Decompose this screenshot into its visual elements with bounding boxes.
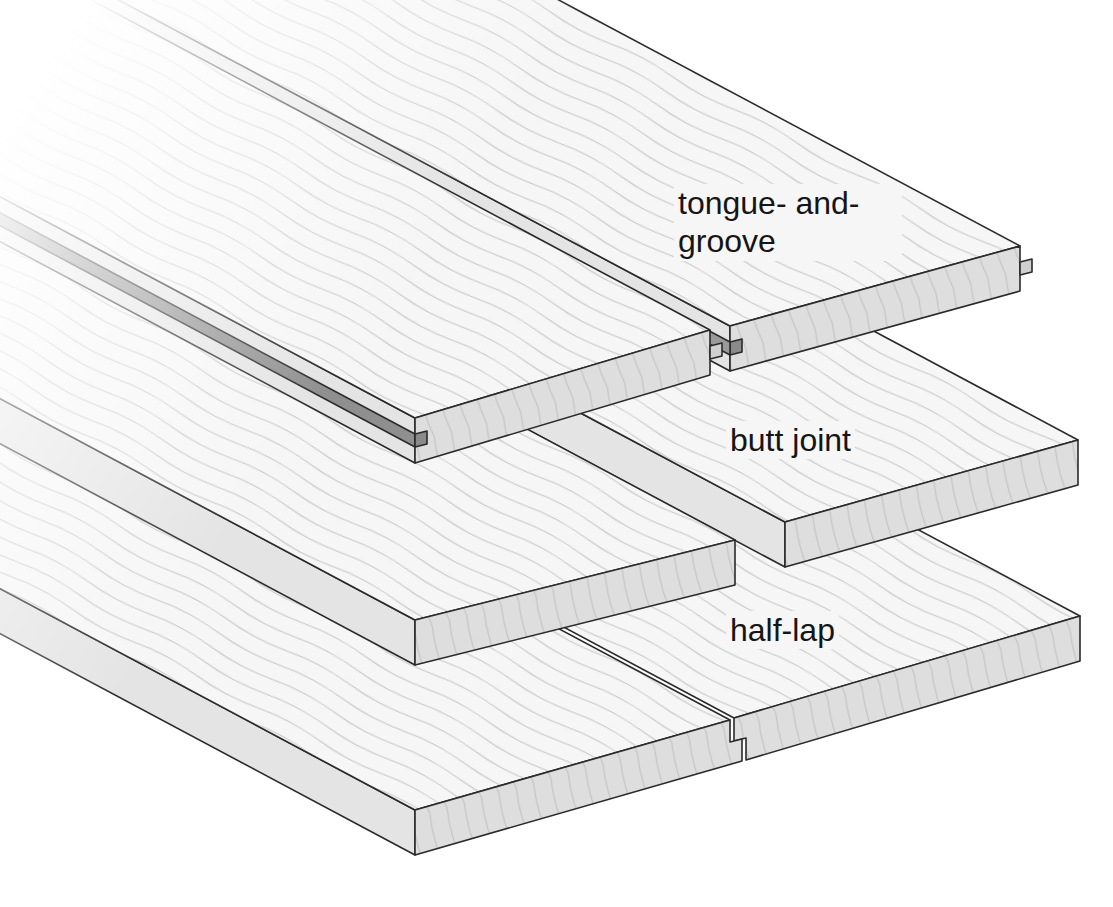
joint-label: butt joint — [726, 421, 855, 459]
joint-label: half-lap — [726, 611, 839, 649]
joint-label: tongue- and-groove — [674, 184, 902, 261]
